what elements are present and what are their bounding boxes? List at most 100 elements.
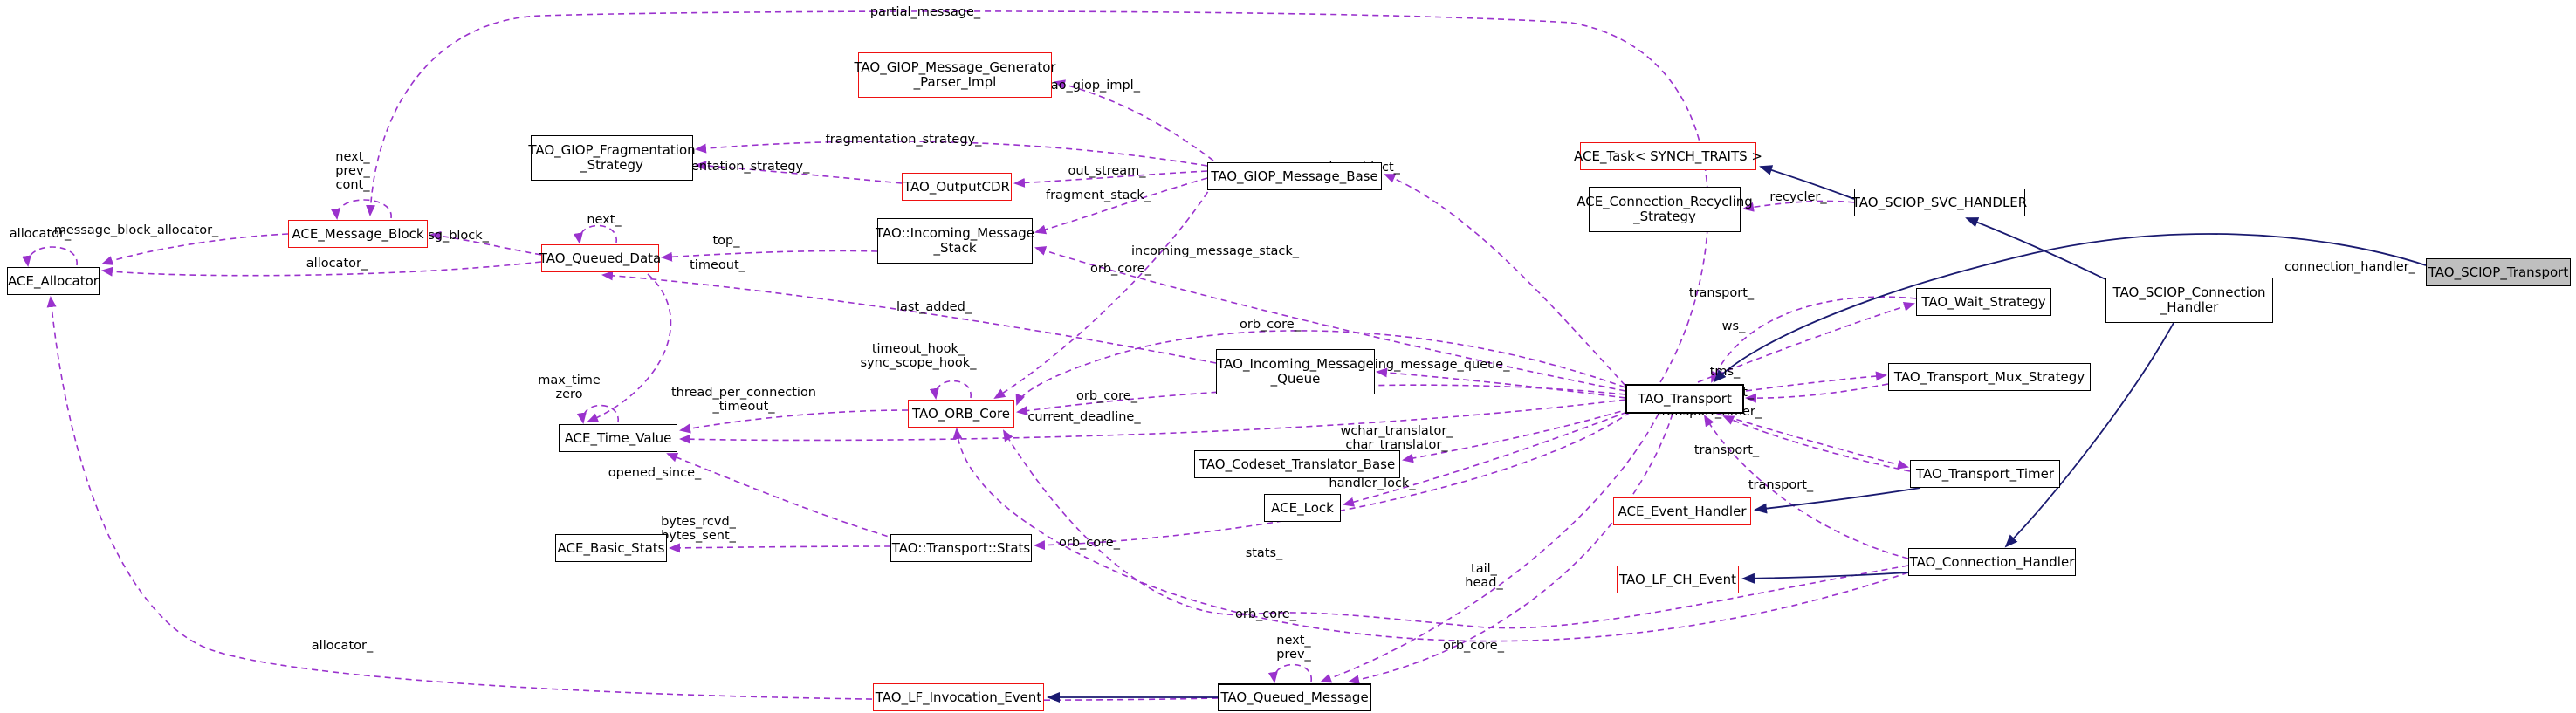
node-label: TAO_ORB_Core (911, 405, 1011, 422)
edge-label-orb-core-p1: orb_core_ (1240, 318, 1301, 332)
node-tao-incoming-message-queue[interactable]: TAO_Incoming_Message_Queue (1216, 349, 1375, 394)
edge-label-next-prev: next_prev_ (1276, 634, 1311, 662)
node-label: ACE_Time_Value (564, 429, 672, 446)
node-ace-time-value[interactable]: ACE_Time_Value (559, 424, 677, 452)
edge-u-fragment-stack (1034, 177, 1208, 235)
edge-label-timeout: timeout_ (690, 258, 745, 272)
edge-label-out-stream: out_stream_ (1068, 164, 1146, 178)
edge-b-lf-ch-event (1741, 572, 1909, 584)
edge-u-recycler (1742, 200, 1855, 212)
node-tao-sciop-connection-handler[interactable]: TAO_SCIOP_Connection_Handler (2105, 278, 2273, 323)
edge-b-sciop-transport (1713, 233, 2427, 383)
node-ace-basic-stats[interactable]: ACE_Basic_Stats (555, 534, 667, 562)
node-label: TAO_GIOP_Message_Generator (854, 59, 1056, 75)
edge-label-tao-giop-impl: tao_giop_impl_ (1046, 79, 1140, 93)
node-tao-giop-fragmentation-strategy[interactable]: TAO_GIOP_Fragmentation_Strategy (528, 135, 696, 181)
edge-label-timeout-hook: timeout_hook_sync_scope_hook_ (860, 342, 977, 370)
node-tao-codeset-translator-base[interactable]: TAO_Codeset_Translator_Base (1194, 450, 1400, 478)
node-tao-orb-core[interactable]: TAO_ORB_Core (908, 400, 1014, 428)
edge-label-allocator-qm: allocator_ (311, 639, 374, 653)
edge-u-allocator-qd (101, 261, 542, 277)
node-tao-wait-strategy[interactable]: TAO_Wait_Strategy (1916, 288, 2051, 316)
edge-u-out-stream (1013, 170, 1208, 188)
edge-u-frag-strategy-2 (695, 161, 903, 184)
node-tao-giop-message-generator-parser-impl[interactable]: TAO_GIOP_Message_Generator_Parser_Impl (854, 52, 1056, 98)
node-label: ACE_Allocator (8, 272, 99, 289)
node-ace-event-handler[interactable]: ACE_Event_Handler (1613, 497, 1751, 525)
node-ace-allocator[interactable]: ACE_Allocator (7, 267, 100, 295)
edge-label-wchar-translator: wchar_translator_char_translator_ (1340, 424, 1453, 452)
node-ace-message-block[interactable]: ACE_Message_Block (288, 220, 428, 248)
edge-u-opened-since (666, 452, 898, 540)
node-label: ACE_Message_Block (292, 225, 424, 242)
edge-u-transport-n (1711, 296, 1917, 383)
node-tao-transport-stats[interactable]: TAO::Transport::Stats (890, 534, 1032, 562)
node-tao-outputcdr[interactable]: TAO_OutputCDR (902, 173, 1012, 201)
node-ace-task[interactable]: ACE_Task< SYNCH_TRAITS > (1574, 142, 1762, 170)
node-ace-lock[interactable]: ACE_Lock (1264, 494, 1341, 522)
edge-label-orb-core-w: orb_core_ (1059, 536, 1120, 550)
edge-u-handler-lock (1343, 411, 1628, 507)
edge-u-tms (1745, 371, 1887, 392)
node-label: _Strategy (580, 157, 643, 173)
node-label: TAO_Transport (1638, 390, 1732, 407)
node-tao-transport[interactable]: TAO_Transport (1625, 384, 1744, 414)
node-label: TAO_Wait_Strategy (1921, 293, 2046, 310)
edge-label-recycler: recycler_ (1769, 190, 1827, 204)
node-label: TAO_SCIOP_Connection (2112, 285, 2266, 300)
edge-label-tail-head: tail_head_ (1465, 562, 1503, 590)
node-label: TAO_Connection_Handler (1909, 553, 2075, 570)
node-tao-lf-ch-event[interactable]: TAO_LF_CH_Event (1617, 566, 1739, 593)
node-label: TAO_Queued_Data (539, 250, 662, 266)
edge-u-msg-block (429, 230, 542, 256)
node-label: _Parser_Impl (913, 74, 997, 90)
node-label: TAO_LF_Invocation_Event (875, 689, 1042, 705)
node-ace-connection-recycling-strategy[interactable]: ACE_Connection_Recycling_Strategy (1577, 187, 1753, 232)
edge-label-current-deadline: current_deadline_ (1027, 410, 1141, 424)
node-label: TAO::Transport::Stats (891, 539, 1031, 556)
node-tao-queued-data[interactable]: TAO_Queued_Data (539, 244, 662, 272)
edge-label-stats: stats_ (1245, 546, 1283, 560)
edge-label-next-qd: next_ (587, 213, 622, 227)
node-tao-lf-invocation-event[interactable]: TAO_LF_Invocation_Event (873, 683, 1044, 711)
node-tao-incoming-message-stack[interactable]: TAO::Incoming_Message_Stack (876, 218, 1034, 264)
edge-b-connection-handler (2004, 322, 2174, 548)
edge-u-transport-aa (1703, 415, 1909, 559)
edge-u-current-deadline (679, 399, 1626, 444)
node-label: _Queue (1270, 371, 1321, 387)
edge-u-thread-per-connection (679, 409, 909, 434)
edge-label-next-prev-cont: next_prev_cont_ (335, 150, 370, 192)
edge-label-orb-core-aa2: orb_core_ (1235, 607, 1296, 621)
node-label: TAO_Incoming_Message (1217, 356, 1374, 372)
edge-u-orb-core-h (993, 182, 1214, 400)
node-label: TAO_Transport_Mux_Strategy (1893, 368, 2085, 385)
node-label: ACE_Lock (1271, 499, 1334, 516)
node-tao-sciop-svc-handler[interactable]: TAO_SCIOP_SVC_HANDLER (1852, 189, 2027, 216)
node-tao-connection-handler[interactable]: TAO_Connection_Handler (1908, 548, 2076, 576)
edge-u-orb-core-aa1 (952, 428, 1909, 642)
node-label: TAO_OutputCDR (903, 178, 1010, 195)
node-tao-sciop-transport[interactable]: TAO_SCIOP_Transport (2426, 258, 2571, 286)
edge-u-partial-message (366, 10, 1709, 383)
node-tao-giop-message-base[interactable]: TAO_GIOP_Message_Base (1207, 162, 1382, 190)
node-tao-transport-timer[interactable]: TAO_Transport_Timer (1910, 460, 2060, 488)
edge-u-top (661, 250, 878, 262)
edge-u-self-message-block (331, 199, 392, 220)
edge-u-stats (1034, 411, 1631, 551)
edge-b-ace-task (1759, 165, 1855, 200)
node-tao-queued-message[interactable]: TAO_Queued_Message (1218, 683, 1371, 711)
node-label: ACE_Event_Handler (1618, 503, 1747, 519)
edge-label-ws: ws_ (1721, 319, 1746, 333)
edge-label-thread-per-connection: thread_per_connection_timeout_ (670, 386, 817, 414)
edge-u-self-orb-core (929, 380, 972, 400)
edge-label-allocator-qd: allocator_ (306, 257, 368, 271)
edge-label-tms: tms_ (1709, 365, 1741, 379)
node-label: _Handler (2160, 299, 2219, 315)
edge-label-transport-n: transport_ (1688, 286, 1755, 300)
node-tao-transport-mux-strategy[interactable]: TAO_Transport_Mux_Strategy (1888, 363, 2091, 391)
edge-label-top: top_ (712, 234, 740, 248)
node-label: _Stack (933, 240, 977, 256)
edge-label-orb-core-p2: orb_core_ (1076, 389, 1137, 403)
